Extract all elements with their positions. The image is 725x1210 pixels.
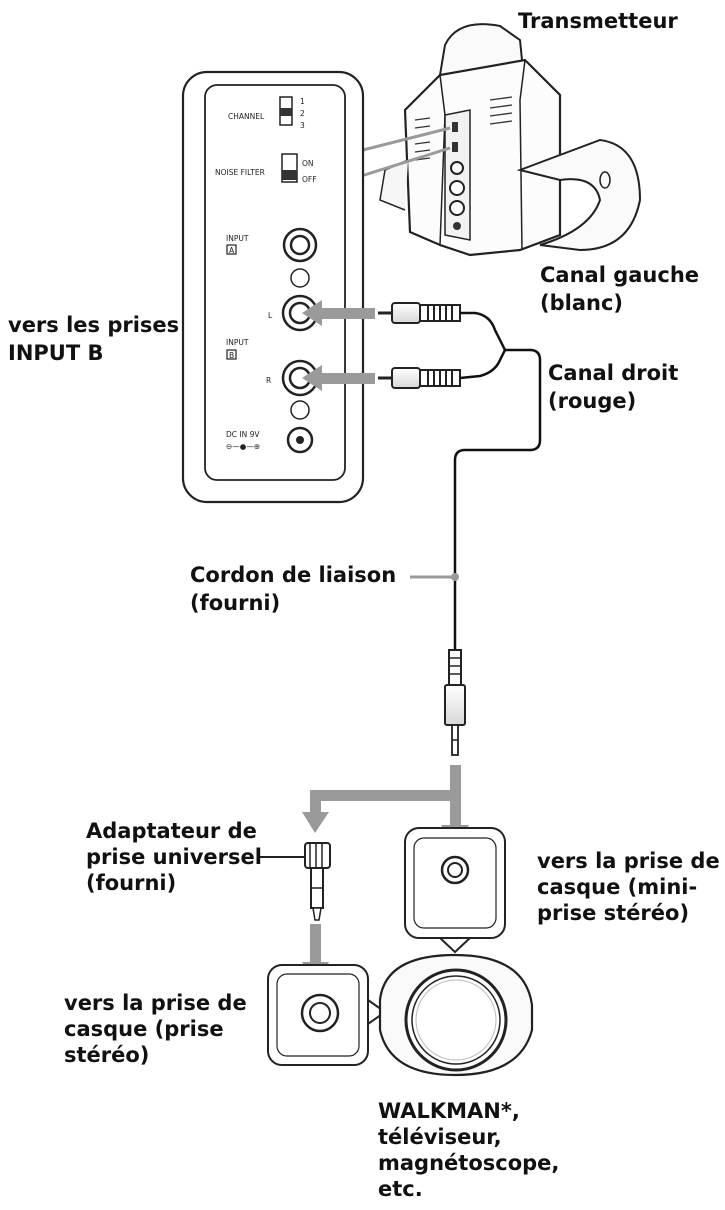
input-b-target-label: vers les prises [8, 313, 180, 337]
input-b-label: INPUT [226, 338, 249, 347]
off-label: OFF [302, 175, 317, 184]
universal-adapter [258, 842, 331, 921]
dc-polarity-icon: ⊖—●—⊕ [226, 442, 260, 451]
rca-plug-left [378, 302, 461, 324]
left-channel-color: (blanc) [540, 291, 623, 315]
transmitter-rear-panel: CHANNEL 1 2 3 NOISE FILTER ON OFF INPUT … [181, 70, 365, 504]
rca-plug-right [378, 367, 461, 389]
on-label: ON [302, 159, 314, 168]
right-channel-color: (rouge) [548, 389, 637, 413]
channel-label: CHANNEL [228, 112, 265, 121]
connection-cable [453, 311, 542, 650]
input-b-letter: B [229, 351, 234, 360]
right-channel-label: Canal droit [548, 361, 679, 385]
adapter-label-line1: Adaptateur de [86, 819, 257, 843]
stereo-jack-label-line1: vers la prise de [64, 991, 247, 1015]
devices-label-line1: WALKMAN*, [378, 1099, 520, 1123]
noise-filter-label: NOISE FILTER [215, 168, 265, 177]
adapter-label-line3: (fourni) [86, 871, 177, 895]
devices-label-line2: téléviseur, [378, 1125, 502, 1149]
mini-jack-label-line3: prise stéréo) [537, 901, 690, 925]
channel-1-label: 1 [300, 97, 305, 106]
adapter-label-line2: prise universel [86, 845, 262, 869]
panel-callout-lines [354, 126, 451, 180]
stereo-jack-label-line2: casque (prise [64, 1017, 224, 1041]
left-channel-label: Canal gauche [540, 263, 700, 287]
l-label: L [268, 311, 273, 320]
channel-2-label: 2 [300, 109, 305, 118]
mini-jack-callout [404, 827, 506, 954]
cord-label: Cordon de liaison [190, 563, 397, 587]
mini-jack-label-line2: casque (mini- [537, 875, 698, 899]
mini-jack-label-line1: vers la prise de [537, 849, 720, 873]
mini-plug [444, 649, 466, 756]
input-a-label: INPUT [226, 234, 249, 243]
transmitter-label: Transmetteur [518, 9, 678, 33]
devices-label-line3: magnétoscope, [378, 1151, 560, 1175]
transmitter-illustration [379, 23, 642, 257]
r-label: R [266, 376, 271, 385]
cord-supplied-label: (fourni) [190, 591, 281, 615]
channel-3-label: 3 [300, 121, 305, 130]
input-arrows [302, 300, 375, 391]
stereo-jack-callout [267, 964, 387, 1066]
walkman-device [378, 953, 534, 1077]
dc-in-label: DC IN 9V [226, 430, 260, 439]
devices-label-line4: etc. [378, 1177, 423, 1201]
input-b-target-name: INPUT B [8, 341, 104, 365]
input-a-letter: A [229, 246, 235, 255]
stereo-jack-label-line3: stéréo) [64, 1043, 150, 1067]
